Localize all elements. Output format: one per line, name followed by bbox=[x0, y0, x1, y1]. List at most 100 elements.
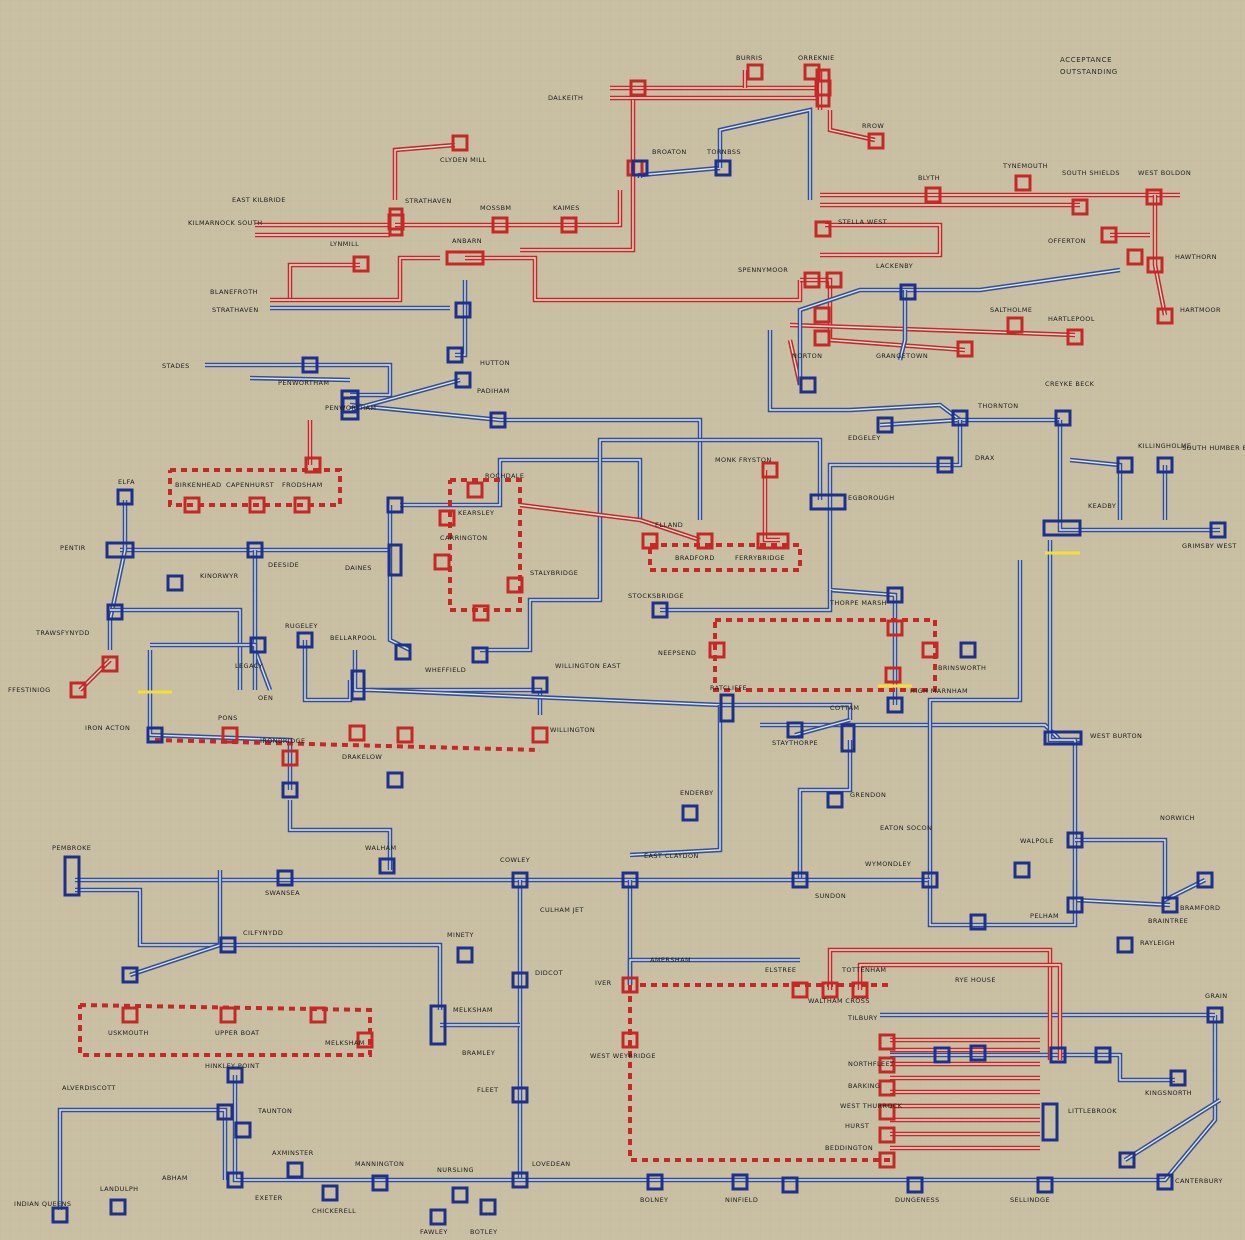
label-blyth: BLYTH bbox=[918, 174, 940, 182]
label-tynemouth: TYNEMOUTH bbox=[1002, 162, 1048, 170]
label-stalybridge: STALYBRIDGE bbox=[530, 569, 578, 577]
title-line-outstanding: OUTSTANDING bbox=[1060, 68, 1118, 76]
label-culham-jet: CULHAM JET bbox=[540, 906, 584, 914]
label-carrington: CARRINGTON bbox=[440, 534, 488, 542]
label-blanefroth: BLANEFROTH bbox=[210, 288, 258, 296]
label-monk-fryston: MONK FRYSTON bbox=[715, 456, 772, 464]
label-kearsley: KEARSLEY bbox=[458, 509, 494, 517]
label-norton: NORTON bbox=[792, 352, 822, 360]
label-ironbridge: IRONBRIDGE bbox=[260, 737, 305, 745]
label-legacy: LEGACY bbox=[235, 662, 263, 670]
label-saltholme: SALTHOLME bbox=[990, 306, 1032, 314]
label-stocksbridge: STOCKSBRIDGE bbox=[628, 592, 684, 600]
label-hutton: HUTTON bbox=[480, 359, 510, 367]
label-capenhurst: CAPENHURST bbox=[226, 481, 274, 489]
label-iver: IVER bbox=[595, 979, 612, 987]
label-cilfynydd: CILFYNYDD bbox=[243, 929, 283, 937]
label-bramford: BRAMFORD bbox=[1180, 904, 1220, 912]
label-didcot: DIDCOT bbox=[535, 969, 563, 977]
label-grangetown: GRANGETOWN bbox=[876, 352, 928, 360]
label-west-boldon: WEST BOLDON bbox=[1138, 169, 1191, 177]
label-waltham-cross: WALTHAM CROSS bbox=[808, 997, 870, 1005]
label-taunton: TAUNTON bbox=[257, 1107, 292, 1115]
label-grimsby-west: GRIMSBY WEST bbox=[1182, 542, 1237, 550]
label-wymondley: WYMONDLEY bbox=[865, 860, 911, 868]
label-barking: BARKING bbox=[848, 1082, 880, 1090]
label-lynmill: LYNMILL bbox=[330, 240, 359, 248]
label-wheffield: WHEFFIELD bbox=[425, 666, 466, 674]
label-south-humber-bank: SOUTH HUMBER BANK bbox=[1182, 444, 1245, 452]
label-beddington: BEDDINGTON bbox=[825, 1144, 873, 1152]
label-egborough: EGBOROUGH bbox=[848, 494, 895, 502]
label-iron-acton: IRON ACTON bbox=[85, 724, 130, 732]
label-south-shields: SOUTH SHIELDS bbox=[1062, 169, 1120, 177]
label-elland: ELLAND bbox=[655, 521, 683, 529]
label-grain: GRAIN bbox=[1205, 992, 1228, 1000]
label-chickerell: CHICKERELL bbox=[312, 1207, 356, 1215]
label-enderby: ENDERBY bbox=[680, 789, 713, 797]
label-ratcliffe: RATCLIFFE bbox=[710, 684, 747, 692]
label-fawley: FAWLEY bbox=[420, 1228, 448, 1236]
label-abham: ABHAM bbox=[162, 1174, 188, 1182]
label-padiham: PADIHAM bbox=[477, 387, 510, 395]
label-brinsworth: BRINSWORTH bbox=[938, 664, 986, 672]
label-landulph: LANDULPH bbox=[100, 1185, 138, 1193]
label-keadby: KEADBY bbox=[1088, 502, 1116, 510]
label-mossbm: MOSSBM bbox=[480, 204, 511, 212]
label-penwortham: PENWORTHAM bbox=[278, 379, 329, 387]
label-hartmoor: HARTMOOR bbox=[1180, 306, 1221, 314]
label-deeside: DEESIDE bbox=[268, 561, 299, 569]
label-sundon: SUNDON bbox=[815, 892, 846, 900]
label-tottenham: TOTTENHAM bbox=[841, 966, 886, 974]
label-east-claydon: EAST CLAYDON bbox=[644, 852, 699, 860]
label-pembroke: PEMBROKE bbox=[52, 844, 91, 852]
label-high-marnham: HIGH MARNHAM bbox=[910, 687, 968, 695]
label-thornton: THORNTON bbox=[977, 402, 1019, 410]
label-hartlepool: HARTLEPOOL bbox=[1048, 315, 1095, 323]
label-littlebrook: LITTLEBROOK bbox=[1068, 1107, 1117, 1115]
label-lackenby: LACKENBY bbox=[876, 262, 913, 270]
label-frodsham: FRODSHAM bbox=[282, 481, 323, 489]
label-fleet: FLEET bbox=[477, 1086, 499, 1094]
label-nursling: NURSLING bbox=[437, 1166, 474, 1174]
label-exeter: EXETER bbox=[255, 1194, 283, 1202]
label-stella-west: STELLA WEST bbox=[838, 218, 887, 226]
label-swansea: SWANSEA bbox=[265, 889, 300, 897]
label-eaton-socon: EATON SOCON bbox=[880, 824, 932, 832]
label-anbarn: ANBARN bbox=[452, 237, 482, 245]
label-elfa: ELFA bbox=[118, 478, 135, 486]
label-indian-queens: INDIAN QUEENS bbox=[14, 1200, 71, 1208]
label-broaton: BROATON bbox=[652, 148, 687, 156]
label-rye-house: RYE HOUSE bbox=[955, 976, 996, 984]
label-walpole: WALPOLE bbox=[1020, 837, 1054, 845]
label-grendon: GRENDON bbox=[850, 791, 886, 799]
label-neepsend: NEEPSEND bbox=[658, 649, 696, 657]
label-ffestiniog: FFESTINIOG bbox=[8, 686, 51, 694]
label-minety: MINETY bbox=[447, 931, 474, 939]
label-strathaven-2: STRATHAVEN bbox=[212, 306, 259, 314]
label-hawthorn: HAWTHORN bbox=[1175, 253, 1217, 261]
label-canterbury: CANTERBURY bbox=[1175, 1177, 1223, 1185]
label-trawsfynydd: TRAWSFYNYDD bbox=[35, 629, 90, 637]
label-strathaven: STRATHAVEN bbox=[405, 197, 452, 205]
label-rochdale: ROCHDALE bbox=[485, 472, 524, 480]
label-bradford: BRADFORD bbox=[675, 554, 715, 562]
label-west-thurrock: WEST THURROCK bbox=[840, 1102, 903, 1110]
label-norwich: NORWICH bbox=[1160, 814, 1195, 822]
label-melksham: MELKSHAM bbox=[325, 1039, 365, 1047]
label-ninfield: NINFIELD bbox=[725, 1196, 758, 1204]
label-bellarpool: BELLARPOOL bbox=[330, 634, 377, 642]
label-rrow: RROW bbox=[862, 122, 884, 130]
label-uskmouth: USKMOUTH bbox=[108, 1029, 149, 1037]
label-cottam: COTTAM bbox=[830, 704, 859, 712]
label-sellindge: SELLINDGE bbox=[1010, 1196, 1050, 1204]
label-northfleet: NORTHFLEET bbox=[848, 1060, 894, 1068]
label-west-weybridge: WEST WEYBRIDGE bbox=[590, 1052, 656, 1060]
label-west-burton: WEST BURTON bbox=[1090, 732, 1142, 740]
label-edgeley: EDGELEY bbox=[848, 434, 881, 442]
label-ferrybridge: FERRYBRIDGE bbox=[735, 554, 785, 562]
label-pentir: PENTIR bbox=[60, 544, 86, 552]
label-penwortham-2: PENWORTHAM bbox=[325, 404, 376, 412]
